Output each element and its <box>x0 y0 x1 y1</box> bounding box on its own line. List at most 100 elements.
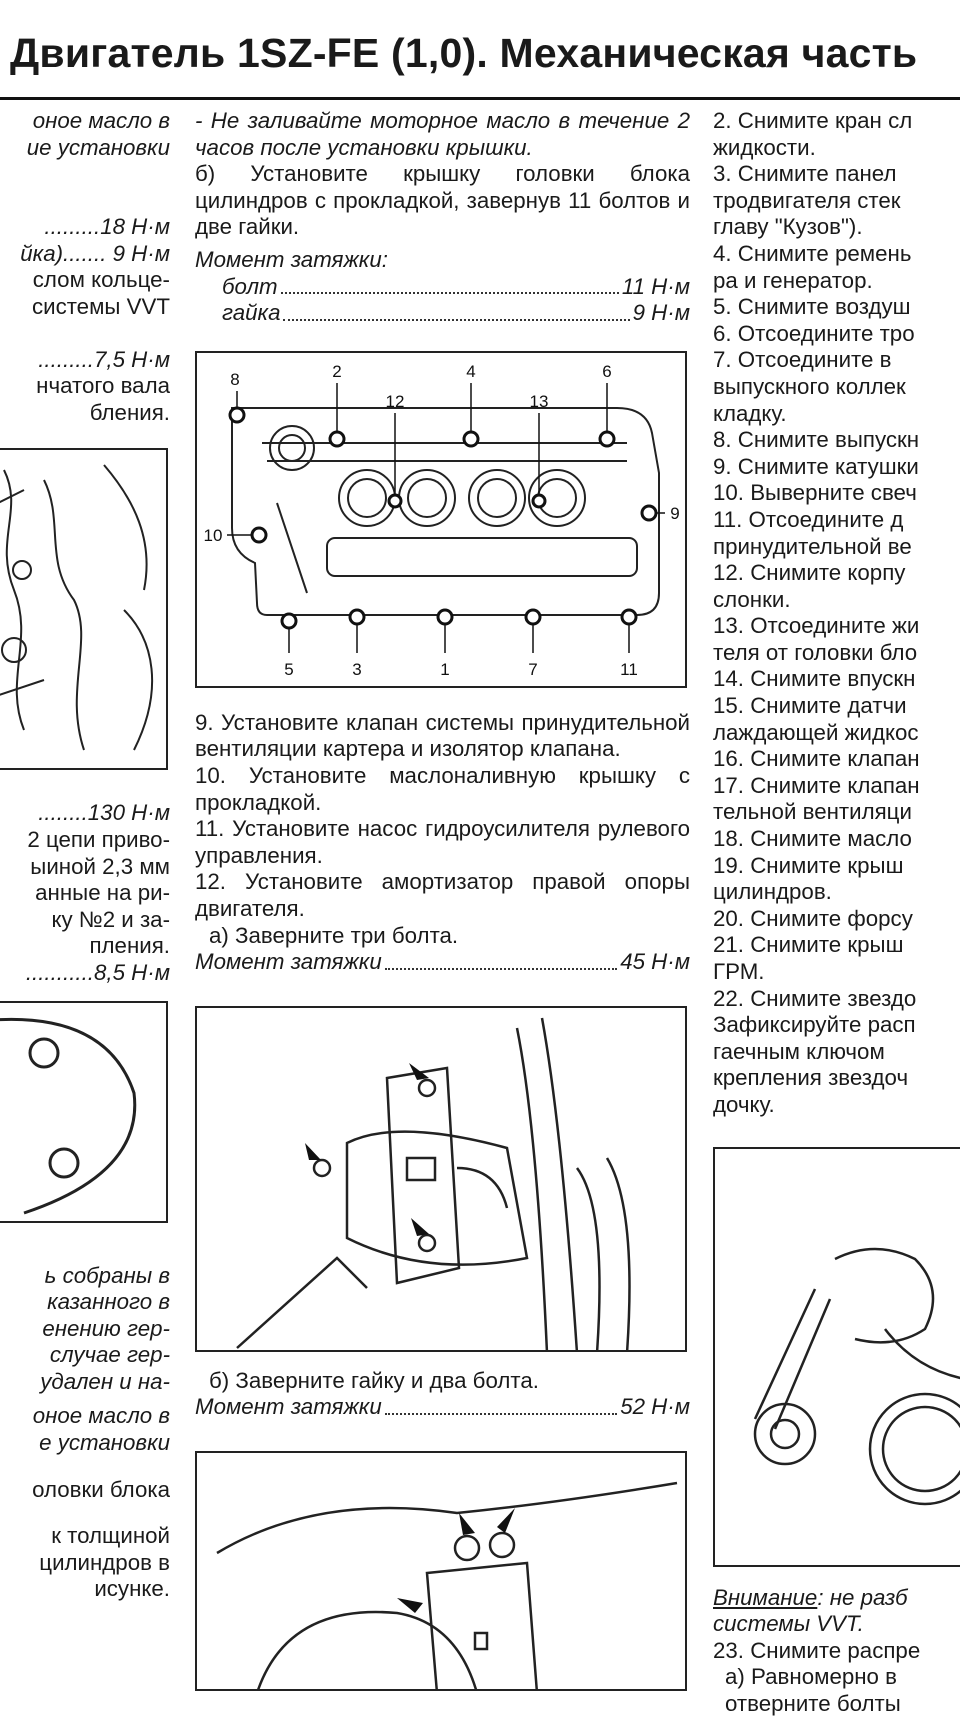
text-line: 22. Снимите звездо <box>713 985 917 1011</box>
text-line: ие установки <box>26 134 170 160</box>
figure-right-wrench <box>713 1146 960 1567</box>
text-line: оное масло в <box>32 1403 170 1429</box>
torque-line: ........130 Н·м <box>38 800 170 826</box>
note-label: Внимание <box>713 1584 818 1610</box>
torque-heading: Момент затяжки: <box>195 246 388 272</box>
gear-cover-illustration <box>0 1017 137 1214</box>
text-line: 12. Снимите корпу <box>713 560 906 586</box>
text-line: 13. Отсоедините жи <box>713 613 920 639</box>
text-line: 2. Снимите кран сл <box>713 108 913 133</box>
text-line: выпускного коллек <box>713 373 906 399</box>
text-line: 20. Снимите форсу <box>713 905 913 931</box>
text-line: 10. Выверните свеч <box>713 480 917 506</box>
torque-line: ...........8,5 Н·м <box>25 959 170 985</box>
text-line: пления. <box>89 933 170 959</box>
bolt-label: 11 <box>620 660 638 679</box>
bolt-label: 9 <box>670 504 679 523</box>
text-line: 8. Снимите выпускн <box>713 427 920 453</box>
paragraph-step-12a: а) Заверните три болта. <box>209 922 459 948</box>
page-title: Двигатель 1SZ-FE (1,0). Механическая час… <box>10 30 918 76</box>
bolt-label: 6 <box>602 362 611 381</box>
text-line: жидкости. <box>713 134 816 160</box>
column-left: оное масло в ие установки .........18 Н·… <box>0 108 170 1603</box>
bolt-label: 12 <box>386 392 405 411</box>
engine-illustration <box>0 464 154 751</box>
cylinder-head-cover-diagram: 8 2 12 4 13 6 9 10 5 3 1 7 11 <box>204 362 680 679</box>
paragraph-step-12: 12. Установите амортизатор правой опоры … <box>195 869 690 921</box>
text-line: дочку. <box>713 1091 775 1117</box>
paragraph-step-9: 9. Установите клапан системы принудитель… <box>195 709 690 762</box>
text-line: нчатого вала <box>36 373 170 399</box>
text-line: 9. Снимите катушки <box>713 453 919 479</box>
text-line: 3. Снимите панел <box>713 161 897 187</box>
figure-left-1 <box>0 448 168 771</box>
text-line: Зафиксируйте расп <box>713 1012 916 1038</box>
text-line: оное масло в <box>32 108 170 133</box>
page-header: Двигатель 1SZ-FE (1,0). Механическая час… <box>0 0 960 100</box>
bolt-label: 2 <box>332 362 341 381</box>
text-line: 11. Отсоедините д <box>713 506 904 532</box>
text-line: енению гер- <box>42 1315 170 1341</box>
text-line: исунке. <box>94 1576 170 1602</box>
text-line: главу "Кузов"). <box>713 214 863 240</box>
bolt-label: 3 <box>352 660 361 679</box>
torque-line: .........7,5 Н·м <box>38 346 170 372</box>
text-line: 4. Снимите ремень <box>713 240 912 266</box>
note-line: Внимание: не разб <box>713 1584 908 1610</box>
bolt-label: 7 <box>528 660 537 679</box>
text-line: оловки блока <box>32 1476 170 1502</box>
text-line: принудительной ве <box>713 533 912 559</box>
figure-mount-bolts <box>195 1005 687 1352</box>
text-line: ь собраны в <box>44 1262 170 1288</box>
bolt-label: 13 <box>530 392 549 411</box>
text-line: 14. Снимите впускн <box>713 666 916 692</box>
figure-mount-nut <box>195 1450 687 1691</box>
paragraph-step-23b: отверните болты <box>725 1690 901 1716</box>
text-line: системы VVT <box>31 293 170 319</box>
mount-nut-illustration <box>216 1481 678 1689</box>
torque-line: йка)....... 9 Н·м <box>20 240 170 266</box>
wrench-sprocket-illustration <box>753 1247 960 1505</box>
text-line: к толщиной <box>51 1523 170 1549</box>
paragraph-step-12b: б) Заверните гайку и два болта. <box>209 1367 539 1393</box>
text-line: ыиной 2,3 мм <box>30 853 170 879</box>
text-line: 18. Снимите масло <box>713 826 912 852</box>
text-line: бления. <box>89 399 170 425</box>
paragraph-step-23a: а) Равномерно в <box>725 1664 897 1690</box>
note-line-2: системы VVT. <box>713 1611 864 1637</box>
text-line: ра и генератор. <box>713 267 873 293</box>
bolt-label: 10 <box>204 526 223 545</box>
bolt-label: 5 <box>284 660 293 679</box>
paragraph-step-11: 11. Установите насос гидроусилителя руле… <box>195 816 690 868</box>
text-line: крепления звездоч <box>713 1065 909 1091</box>
text-line: анные на ри- <box>35 880 170 906</box>
text-line: случае гер- <box>49 1342 170 1368</box>
paragraph-step-10: 10. Установите маслоналивную крышку с пр… <box>195 762 690 815</box>
text-line: кладку. <box>713 400 787 426</box>
figure-bolt-sequence: 8 2 12 4 13 6 9 10 5 3 1 7 11 <box>195 350 687 688</box>
text-line: 5. Снимите воздуш <box>713 294 911 320</box>
text-line: слонки. <box>713 586 791 612</box>
text-line: цилиндров в <box>39 1549 170 1575</box>
text-line: ку №2 и за- <box>51 906 170 932</box>
paragraph-warning: - Не заливайте моторное масло в течение … <box>195 108 690 160</box>
text-line: 16. Снимите клапан <box>713 746 920 772</box>
text-line: цилиндров. <box>713 879 832 905</box>
text-line: лаждающей жидкос <box>713 719 919 745</box>
column-middle: - Не заливайте моторное масло в течение … <box>195 108 690 1691</box>
text-line: теля от головки бло <box>713 639 918 665</box>
engine-mount-illustration <box>236 1017 631 1350</box>
bolt-label: 4 <box>466 362 475 381</box>
bolt-label: 1 <box>440 660 449 679</box>
text-line: тродвигателя стек <box>713 187 901 213</box>
text-line: 21. Снимите крыш <box>713 932 904 958</box>
bolt-label: 8 <box>230 370 239 389</box>
text-line: гаечным ключом <box>713 1038 885 1064</box>
header-rule <box>0 97 960 100</box>
paragraph-install-cover: б) Установите крышку головки блока цилин… <box>195 161 690 240</box>
